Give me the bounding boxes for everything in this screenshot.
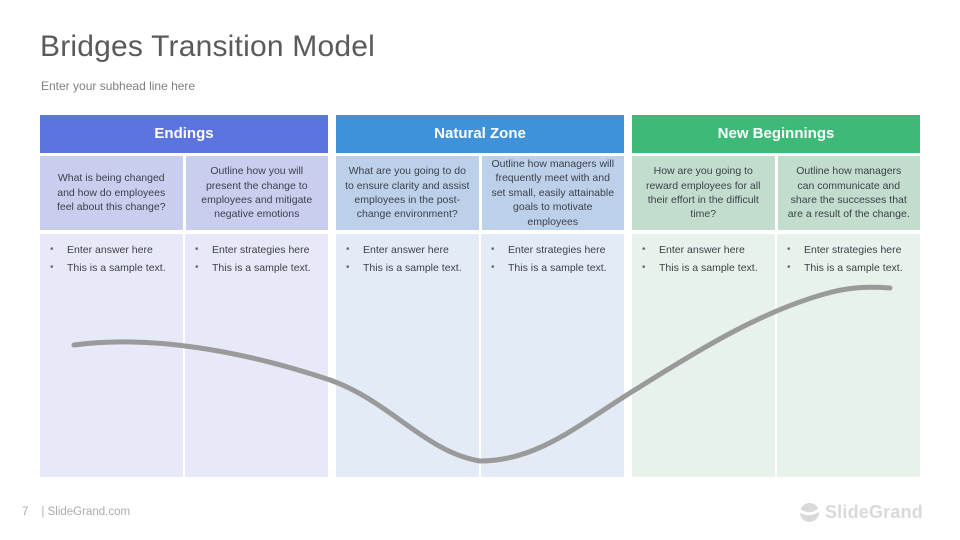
answer-row: Enter answer here This is a sample text.… [336, 234, 624, 477]
bullet-list: Enter strategies here This is a sample t… [481, 243, 620, 275]
footer: 7 | SlideGrand.com [22, 506, 130, 518]
logo-text: SlideGrand [824, 502, 923, 522]
section-header-endings: Endings [40, 115, 328, 153]
page-title: Bridges Transition Model [40, 30, 375, 63]
circle-smile-icon [798, 502, 820, 523]
answer-row: Enter answer here This is a sample text.… [632, 234, 920, 477]
bullet-item: Enter answer here [632, 243, 771, 258]
bullet-item: This is a sample text. [185, 261, 324, 276]
section-header-natural-zone: Natural Zone [336, 115, 624, 153]
bullet-list: Enter answer here This is a sample text. [632, 243, 771, 275]
question-cell: What are you going to do to ensure clari… [336, 156, 479, 230]
bullet-item: This is a sample text. [481, 261, 620, 276]
bullet-item: Enter answer here [40, 243, 179, 258]
section-new-beginnings: New Beginnings How are you going to rewa… [632, 115, 920, 477]
bullet-item: Enter strategies here [481, 243, 620, 258]
slidegrand-logo: SlideGrand [798, 502, 923, 523]
section-endings: Endings What is being changed and how do… [40, 115, 328, 477]
answer-cell: Enter answer here This is a sample text. [40, 234, 183, 477]
question-row: What is being changed and how do employe… [40, 156, 328, 230]
answer-cell: Enter strategies here This is a sample t… [777, 234, 920, 477]
question-cell: How are you going to reward employees fo… [632, 156, 775, 230]
bullet-list: Enter strategies here This is a sample t… [185, 243, 324, 275]
question-cell: Outline how managers will frequently mee… [481, 156, 624, 230]
bullet-item: Enter strategies here [777, 243, 916, 258]
answer-cell: Enter answer here This is a sample text. [632, 234, 775, 477]
bullet-item: This is a sample text. [336, 261, 475, 276]
question-cell: Outline how you will present the change … [185, 156, 328, 230]
bullet-item: This is a sample text. [40, 261, 179, 276]
question-row: How are you going to reward employees fo… [632, 156, 920, 230]
bullet-list: Enter strategies here This is a sample t… [777, 243, 916, 275]
section-natural-zone: Natural Zone What are you going to do to… [336, 115, 624, 477]
answer-cell: Enter strategies here This is a sample t… [481, 234, 624, 477]
question-row: What are you going to do to ensure clari… [336, 156, 624, 230]
answer-cell: Enter answer here This is a sample text. [336, 234, 479, 477]
bullet-item: This is a sample text. [632, 261, 771, 276]
section-header-new-beginnings: New Beginnings [632, 115, 920, 153]
question-cell: What is being changed and how do employe… [40, 156, 183, 230]
bullet-item: This is a sample text. [777, 261, 916, 276]
bullet-list: Enter answer here This is a sample text. [336, 243, 475, 275]
subhead-placeholder: Enter your subhead line here [41, 79, 196, 93]
page-number: 7 [22, 506, 29, 518]
footer-site: | SlideGrand.com [41, 506, 131, 518]
bullet-item: Enter answer here [336, 243, 475, 258]
transition-model-table: Endings What is being changed and how do… [40, 115, 920, 477]
bullet-item: Enter strategies here [185, 243, 324, 258]
answer-row: Enter answer here This is a sample text.… [40, 234, 328, 477]
bullet-list: Enter answer here This is a sample text. [40, 243, 179, 275]
question-cell: Outline how managers can communicate and… [777, 156, 920, 230]
answer-cell: Enter strategies here This is a sample t… [185, 234, 328, 477]
